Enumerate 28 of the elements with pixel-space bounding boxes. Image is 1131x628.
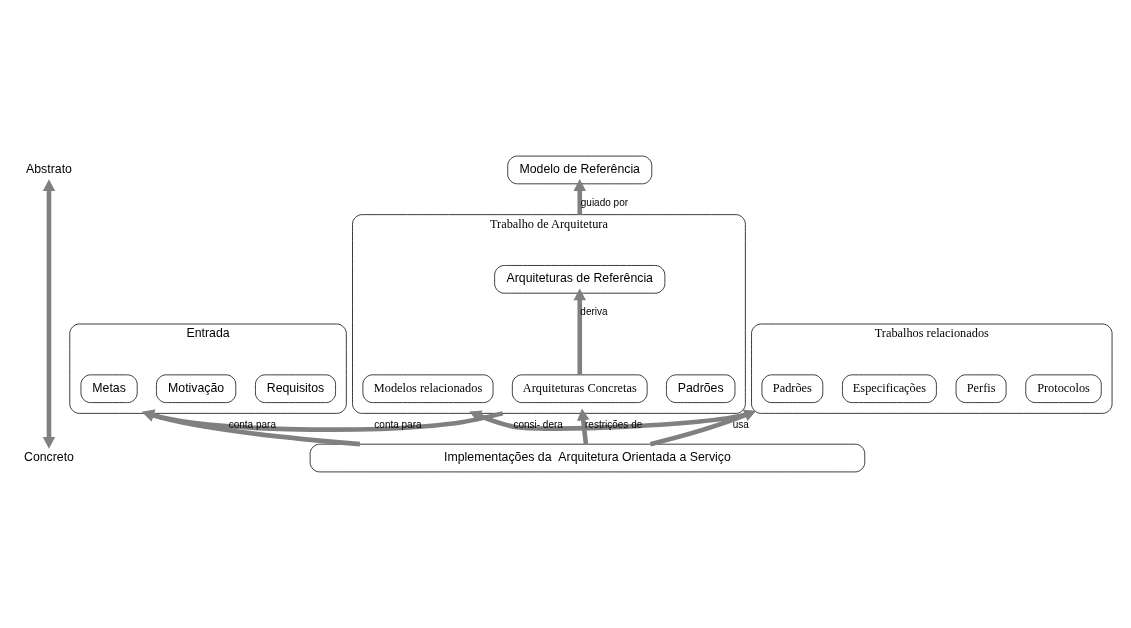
node-text: Concreto (24, 449, 74, 464)
arrow (42, 179, 56, 449)
arrow (573, 179, 586, 215)
node-box: Padrões (761, 374, 824, 403)
node-box: Motivação (156, 374, 237, 403)
node-box: Arquiteturas Concretas (511, 374, 648, 403)
edge-label: consi- dera (513, 418, 563, 430)
node-box: Modelos relacionados (362, 374, 494, 403)
node-box: Implementações da Arquitetura Orientada a Serviço (309, 443, 866, 473)
node-text: Abstrato (26, 161, 72, 176)
node-box: Requisitos (255, 374, 336, 403)
node-box: Padrões (666, 374, 736, 403)
arrow (142, 409, 504, 432)
edge-label: conta para (374, 418, 422, 430)
node-box: Protocolos (1025, 374, 1102, 403)
edge-label: conta para (228, 418, 276, 430)
edge-label: usa (732, 418, 749, 430)
edge-label: deriva (580, 306, 608, 318)
arrow (577, 408, 590, 445)
arrow (573, 288, 586, 375)
node-box: Metas (80, 374, 138, 403)
node-box: Especificações (842, 374, 937, 403)
arrow (142, 409, 361, 447)
node-box: Arquiteturas de Referência (494, 265, 666, 294)
arrow (649, 409, 757, 447)
edge-label: guiado por (580, 196, 629, 208)
node-box: Perfis (955, 374, 1007, 403)
node-box: Modelo de Referência (507, 155, 653, 185)
